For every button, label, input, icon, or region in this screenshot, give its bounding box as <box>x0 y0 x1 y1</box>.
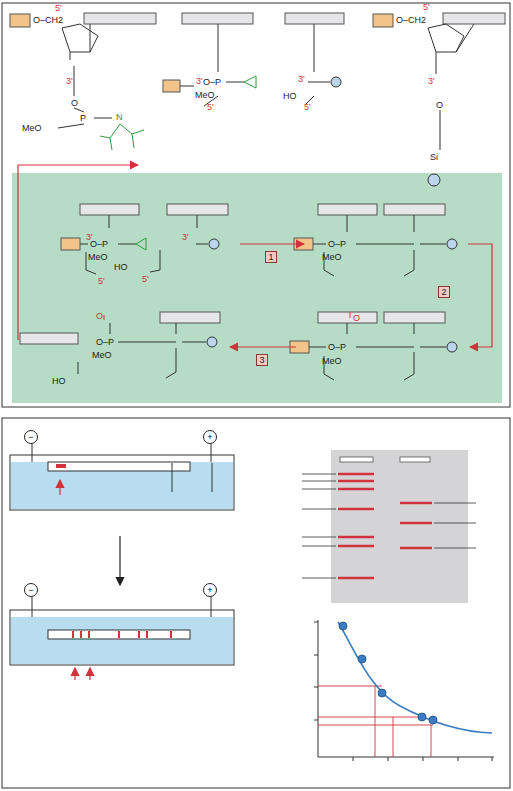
chem-label: P <box>80 113 86 123</box>
chem-label: 5' <box>98 276 105 286</box>
chem-label: O–P <box>328 342 346 352</box>
chem-label: 3' <box>182 232 189 242</box>
chem-label: 3' <box>196 76 203 86</box>
chem-label: O–P <box>203 77 221 87</box>
chem-label: Si <box>430 152 438 162</box>
chem-label: O–P <box>96 337 114 347</box>
chem-label: 3' <box>66 76 73 86</box>
chem-label: 5' <box>423 2 430 12</box>
chem-label: O <box>353 313 360 323</box>
chem-label: O–CH2 <box>396 15 426 25</box>
chem-label: O–P <box>90 239 108 249</box>
node-text: 1 <box>268 252 273 262</box>
chem-label: MeO <box>322 356 342 366</box>
step-number-box: 2 <box>438 286 450 298</box>
chem-label: O–P <box>328 239 346 249</box>
node-text: − <box>28 585 33 595</box>
chem-label: MeO <box>92 350 112 360</box>
electrode-symbol: − <box>24 430 38 444</box>
chem-label: N <box>116 112 123 122</box>
node-text: + <box>207 585 212 595</box>
chem-label: 3' <box>428 76 435 86</box>
node-text: − <box>28 432 33 442</box>
chem-label: O <box>96 311 103 321</box>
chem-label: MeO <box>322 252 342 262</box>
electrode-symbol: − <box>24 583 38 597</box>
step-number-box: 3 <box>256 354 268 366</box>
node-text: 3 <box>259 355 264 365</box>
chem-label: 5' <box>142 274 149 284</box>
chem-label: 5' <box>207 102 214 112</box>
chem-label: O <box>71 98 78 108</box>
electrode-symbol: + <box>203 583 217 597</box>
chem-label: MeO <box>195 90 215 100</box>
chem-label: O <box>436 100 443 110</box>
chem-label: HO <box>52 376 66 386</box>
chem-label: 5' <box>55 3 62 13</box>
step-number-box: 1 <box>265 251 277 263</box>
chem-label: MeO <box>22 123 42 133</box>
chem-label: O–CH2 <box>33 15 63 25</box>
chem-label: 5' <box>304 102 311 112</box>
chem-label: MeO <box>88 252 108 262</box>
chem-label: 3' <box>298 74 305 84</box>
node-text: 2 <box>441 287 446 297</box>
node-text: + <box>207 432 212 442</box>
electrode-symbol: + <box>203 430 217 444</box>
chem-label: HO <box>283 91 297 101</box>
chem-label: HO <box>114 262 128 272</box>
